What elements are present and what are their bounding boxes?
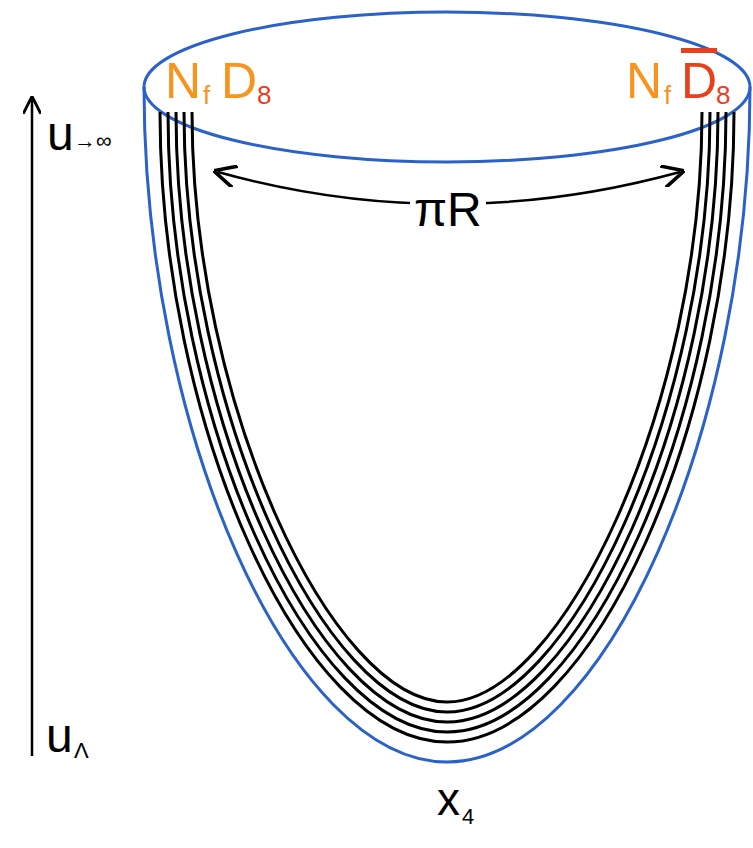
brane-curves [160,112,734,742]
cigar-outline [144,87,750,762]
flavor-count: N [626,56,662,106]
boundary-ellipse [144,12,750,162]
separation-label: πR [410,186,486,234]
axis-subscript: →∞ [74,130,112,152]
antibrane-subscript: 8 [716,82,730,108]
brane-subscript: 8 [257,82,271,108]
brane-label: D [221,56,257,106]
brane-curve [168,112,726,732]
brane-curve [192,112,702,702]
brane-curve [184,112,710,712]
antibrane-label: D [681,56,717,106]
flavor-subscript: f [664,82,671,108]
flavor-subscript: f [203,82,210,108]
coordinate-subscript: 4 [462,806,474,828]
brane-curve [176,112,718,722]
flavor-count: N [165,56,201,106]
coordinate-label: x [437,776,460,822]
axis-subscript: Λ [74,740,89,762]
axis-label: u [47,110,74,158]
axis-label: u [46,712,73,760]
brane-curve [160,112,734,742]
u-axis [31,98,34,756]
